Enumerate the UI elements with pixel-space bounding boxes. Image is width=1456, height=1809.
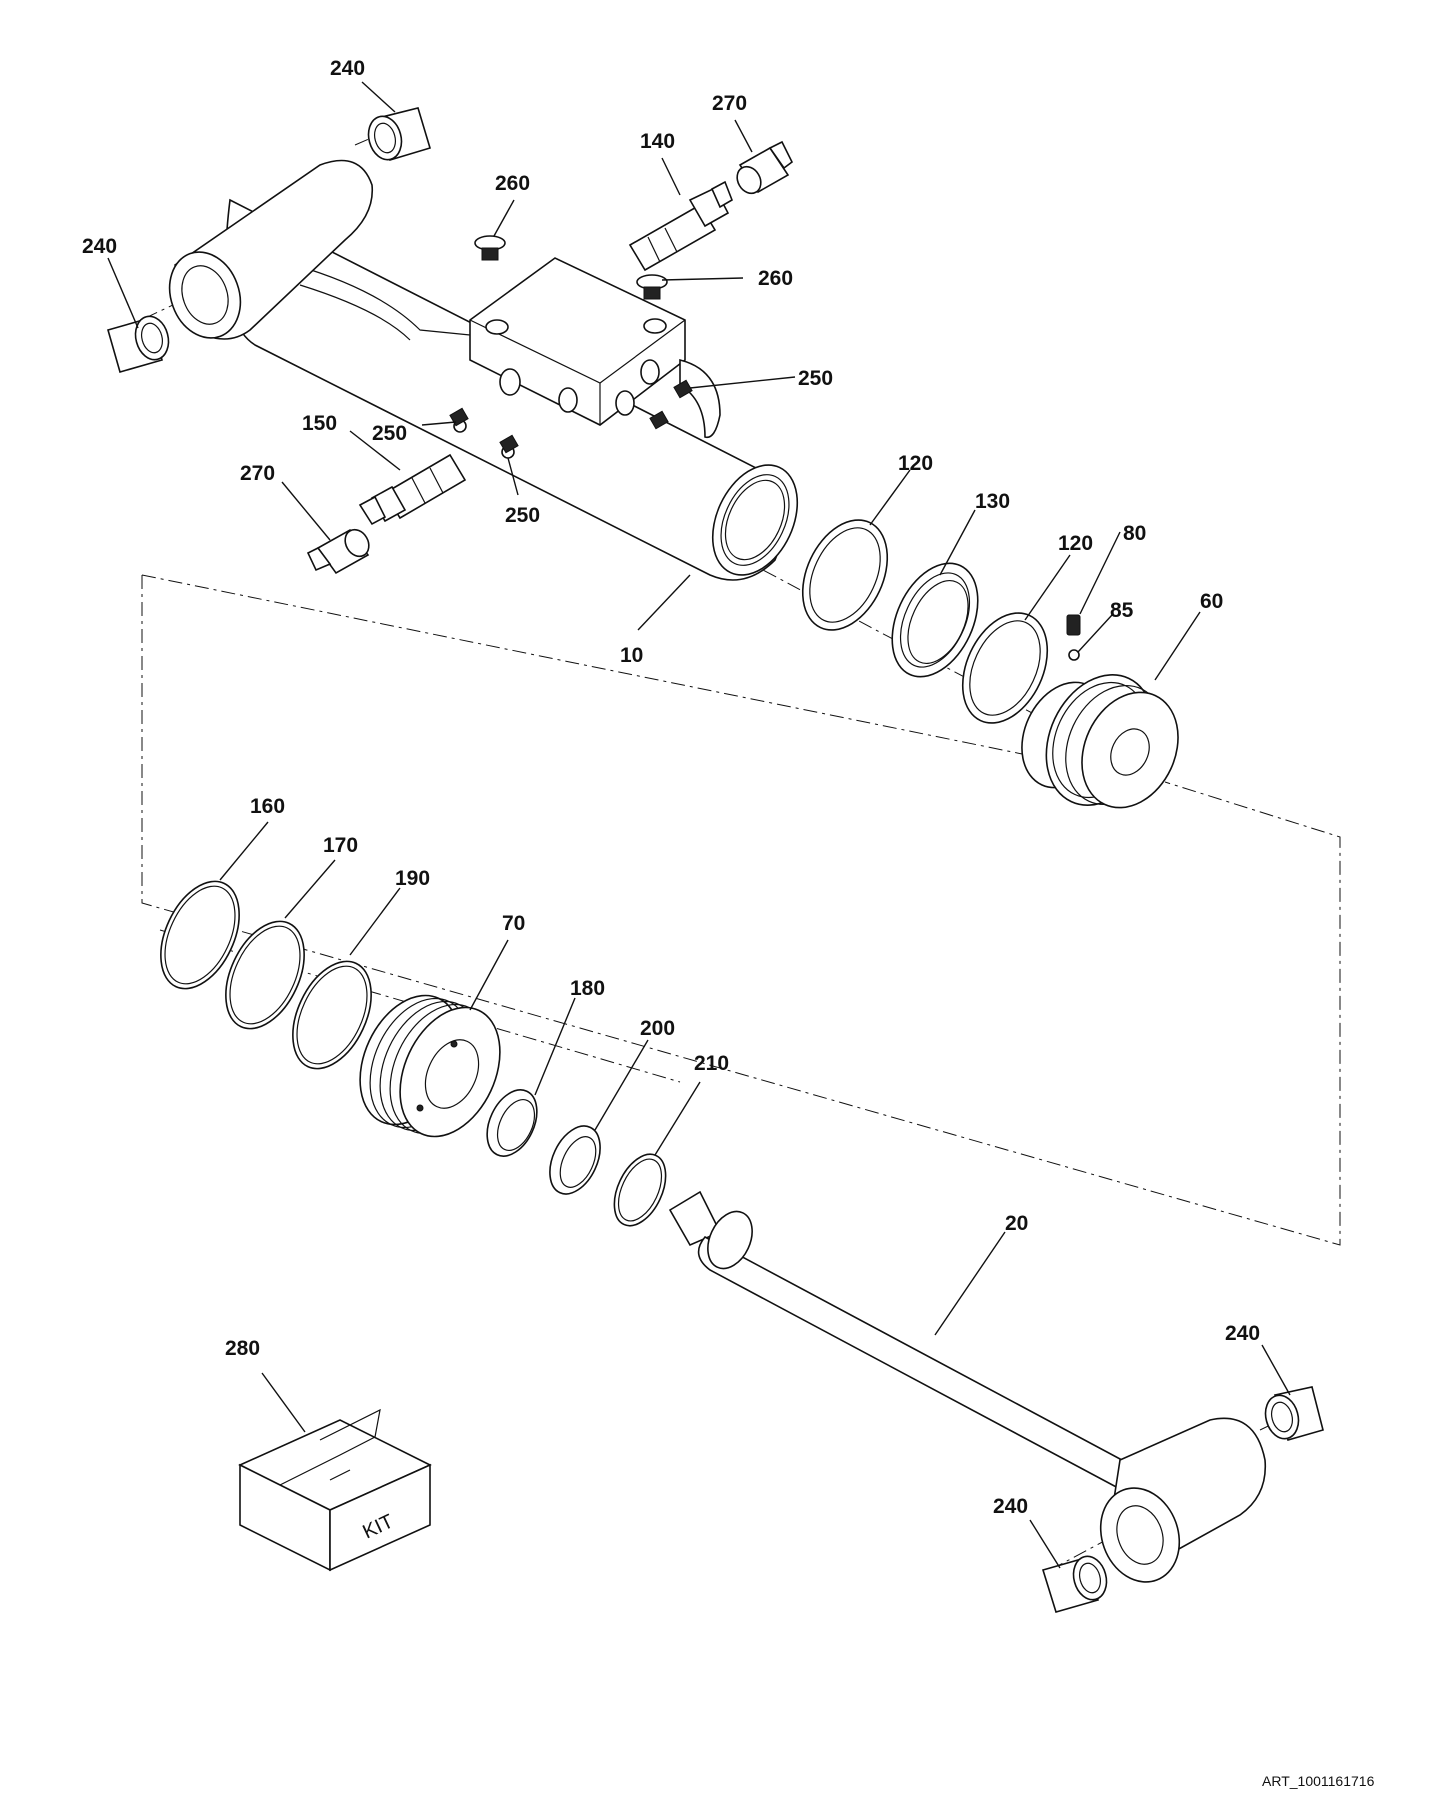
callout-85: 85 [1110,599,1134,622]
leader-lines [107,81,1291,1569]
callout-210: 210 [694,1052,729,1075]
callout-70: 70 [502,912,525,935]
callout-240-top: 240 [330,57,365,80]
bushing-240-right [1264,1386,1324,1441]
plug-260-b [636,274,668,300]
ring-120-b [961,612,1049,724]
art-id-label: ART_1001161716 [1262,1773,1375,1789]
callout-200: 200 [640,1017,675,1040]
callout-150: 150 [302,412,337,435]
bushing-240-left [107,315,170,373]
callout-250-c: 250 [505,504,540,527]
plug-250-group [449,379,693,459]
bushing-240-top [367,107,431,161]
cap-270-top [736,140,794,195]
callout-250-a: 250 [798,367,833,390]
callout-190: 190 [395,867,430,890]
callout-270-top: 270 [712,92,747,115]
ring-170 [225,920,305,1030]
callout-140: 140 [640,130,675,153]
ring-120-a [801,519,889,631]
callout-160: 160 [250,795,285,818]
callout-10: 10 [620,644,643,667]
rear-clevis-eye [168,159,374,340]
ring-190 [292,960,372,1070]
cartridge-valve-140 [628,180,733,272]
callout-180: 180 [570,977,605,1000]
callout-labels: 240 240 270 140 260 260 250 150 250 270 … [82,57,1260,1518]
piston-rod-20 [668,1190,1164,1506]
callout-240-right: 240 [1225,1322,1260,1345]
ring-210 [613,1153,667,1227]
seal-kit-box-280: KIT [238,1408,432,1572]
setscrew-80 [1066,614,1081,636]
callout-170: 170 [323,834,358,857]
cap-270-bottom [306,528,370,575]
rod-eye [1099,1417,1267,1583]
seal-200 [549,1125,601,1195]
seal-180 [486,1089,538,1157]
callout-260-b: 260 [758,267,793,290]
manifold-block [469,257,721,439]
plug-260-a [474,235,506,261]
piston-70 [359,994,501,1138]
ball-85 [1068,649,1080,661]
callout-20: 20 [1005,1212,1028,1235]
callout-240-left: 240 [82,235,117,258]
callout-120-b: 120 [1058,532,1093,555]
bushing-240-bottom [1041,1555,1108,1613]
callout-130: 130 [975,490,1010,513]
head-gland-60 [1021,674,1179,809]
callout-250-b: 250 [372,422,407,445]
callout-270-bottom: 270 [240,462,275,485]
callout-60: 60 [1200,590,1223,613]
callout-240-bottom: 240 [993,1495,1028,1518]
ring-160 [160,880,240,990]
callout-260-a: 260 [495,172,530,195]
callout-120-a: 120 [898,452,933,475]
callout-80: 80 [1123,522,1146,545]
cartridge-valve-150 [358,453,467,526]
seal-130 [891,562,979,678]
callout-280: 280 [225,1337,260,1360]
